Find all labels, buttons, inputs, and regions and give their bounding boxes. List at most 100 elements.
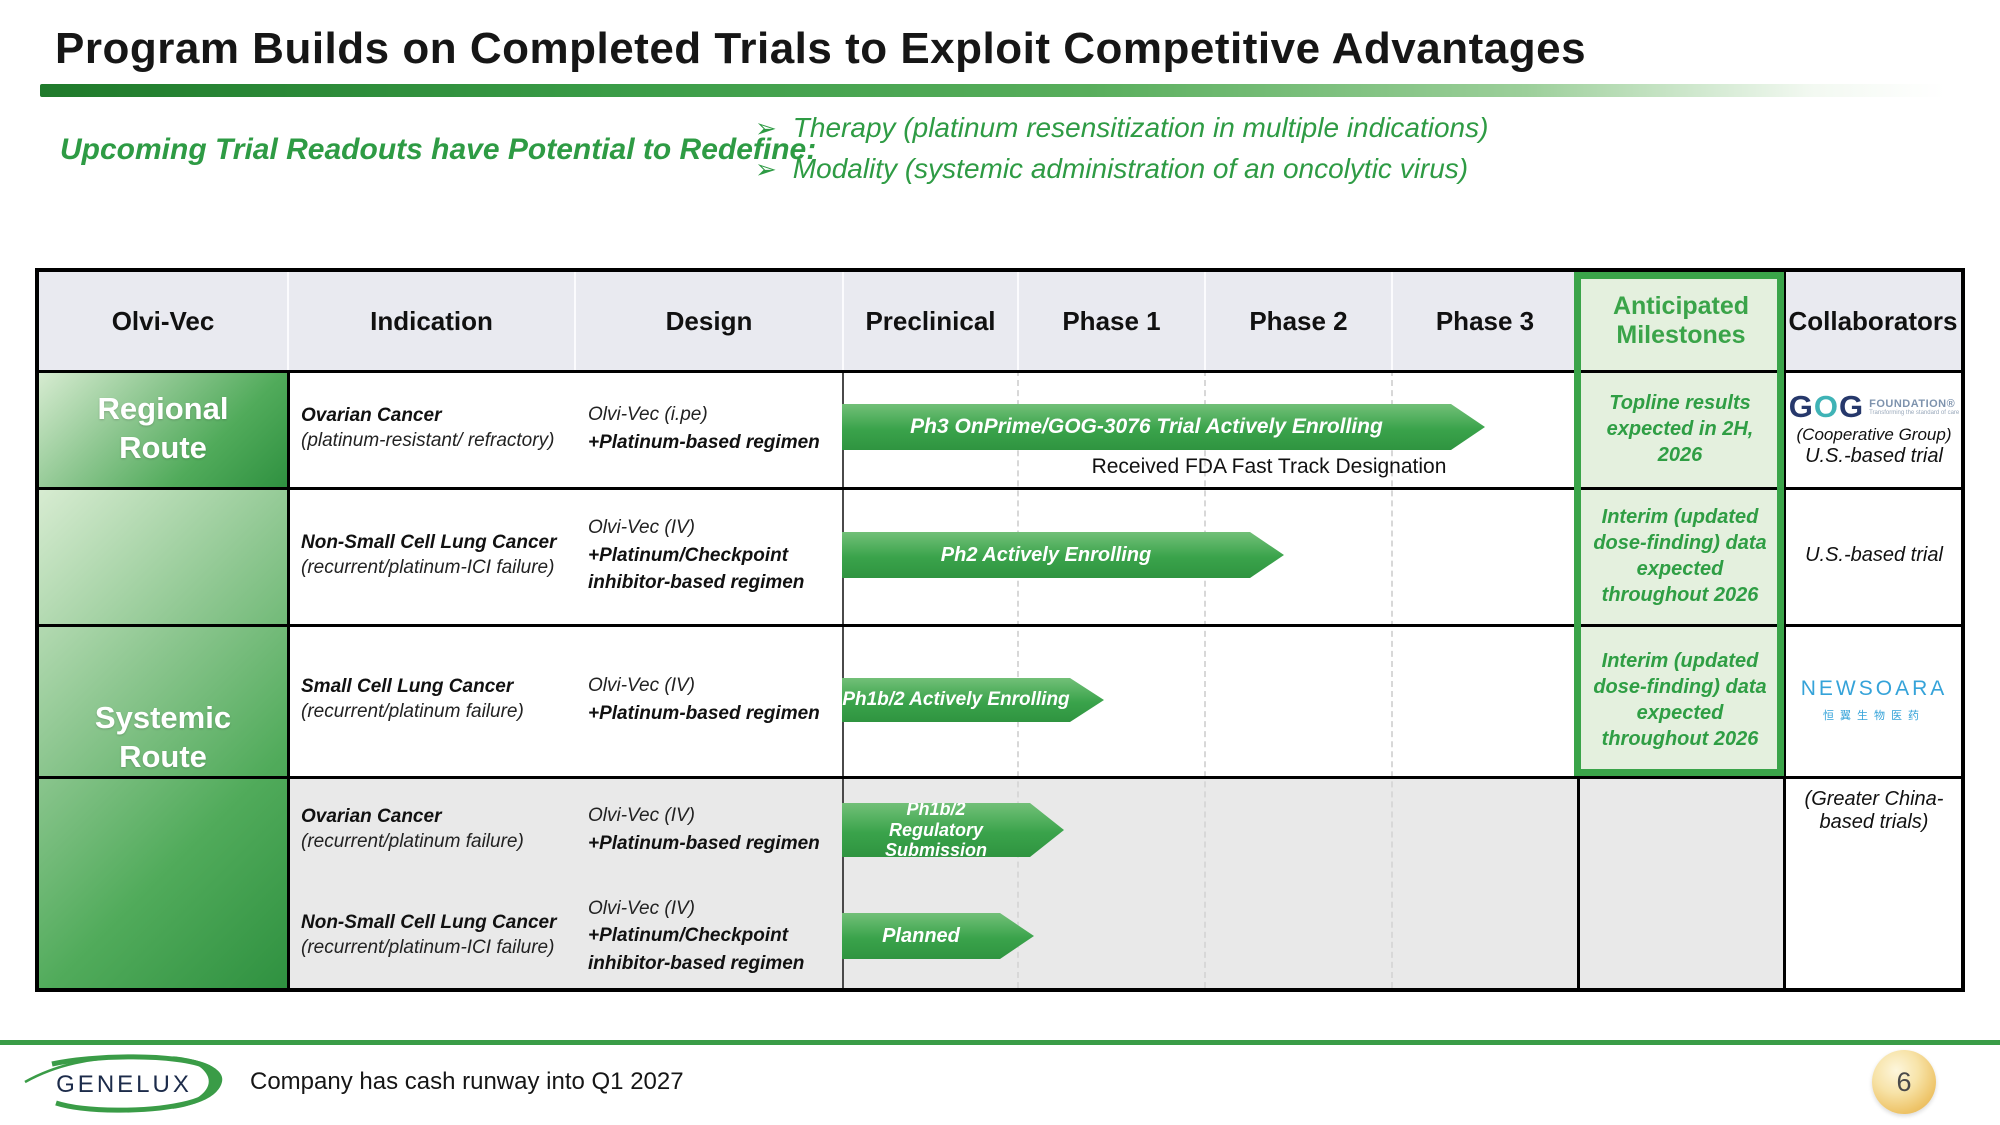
newsoara-logo: NEWSOARA xyxy=(1800,677,1948,700)
bullet-text: Modality (systemic administration of an … xyxy=(792,153,1469,184)
grid-line xyxy=(1577,272,1580,988)
design-cell: Olvi-Vec (i.pe) +Platinum-based regimen xyxy=(588,370,846,487)
design-agent: Olvi-Vec (IV) xyxy=(588,897,695,919)
design-agent: Olvi-Vec (IV) xyxy=(588,517,695,539)
col-header-indication: Indication xyxy=(287,272,574,370)
milestone-cell: Interim (updated dose-finding) data expe… xyxy=(1593,505,1767,606)
arrow-label: Planned xyxy=(882,924,960,947)
indication-cell: Small Cell Lung Cancer (recurrent/platin… xyxy=(301,624,569,776)
trial-program-table: Olvi-Vec Indication Design Preclinical P… xyxy=(35,268,1965,992)
page-title: Program Builds on Completed Trials to Ex… xyxy=(55,24,1587,73)
intro-bullet-list: ➢ Therapy (platinum resensitization in m… xyxy=(755,112,1488,185)
indication-detail: (platinum-resistant/ refractory) xyxy=(301,429,555,451)
col-header-phase-3: Phase 3 xyxy=(1391,272,1577,370)
trial-progress-arrow-ph3: Ph3 OnPrime/GOG-3076 Trial Actively Enro… xyxy=(842,404,1485,450)
grid-line xyxy=(39,776,1961,779)
milestone-empty-cell xyxy=(1577,776,1783,988)
indication-cell: Non-Small Cell Lung Cancer (recurrent/pl… xyxy=(301,884,569,988)
intro-statement: Upcoming Trial Readouts have Potential t… xyxy=(60,133,817,166)
col-header-design: Design xyxy=(574,272,842,370)
regional-route-label: Regional Route xyxy=(97,390,229,465)
indication-detail: (recurrent/platinum failure) xyxy=(301,701,524,722)
indication-cell: Non-Small Cell Lung Cancer (recurrent/pl… xyxy=(301,487,569,624)
indication-name: Ovarian Cancer xyxy=(301,806,442,828)
arrow-bullet-icon: ➢ xyxy=(755,113,777,143)
design-agent: Olvi-Vec (i.pe) xyxy=(588,403,708,425)
gog-tagline: Transforming the standard of care xyxy=(1869,410,1960,416)
col-header-phase-1: Phase 1 xyxy=(1017,272,1204,370)
grid-line xyxy=(287,370,290,988)
design-regimen: +Platinum/Checkpoint inhibitor-based reg… xyxy=(588,544,805,594)
arrow-label: Ph2 Actively Enrolling xyxy=(940,543,1152,566)
collaborator-region-note: (Greater China-based trials) xyxy=(1804,788,1944,833)
arrow-bullet-icon: ➢ xyxy=(755,154,777,184)
arrow-label: Ph1b/2 Regulatory Submission xyxy=(884,798,987,861)
gog-foundation-text: FOUNDATION® xyxy=(1869,398,1956,410)
design-cell: Olvi-Vec (IV) +Platinum/Checkpoint inhib… xyxy=(588,487,846,624)
newsoara-chinese-text: 恒翼生物医药 xyxy=(1823,710,1925,722)
indication-cell: Ovarian Cancer (platinum-resistant/ refr… xyxy=(301,370,569,487)
design-regimen: +Platinum-based regimen xyxy=(588,703,820,724)
design-cell: Olvi-Vec (IV) +Platinum-based regimen xyxy=(588,624,846,776)
milestone-cell: Topline results expected in 2H, 2026 xyxy=(1606,391,1754,466)
gog-letter: G xyxy=(1838,389,1865,424)
grid-line xyxy=(39,370,1961,373)
collaborator-cell-newsoara: NEWSOARA 恒翼生物医药 xyxy=(1787,624,1961,776)
grid-line-dashed xyxy=(1204,370,1206,988)
design-regimen: +Platinum-based regimen xyxy=(588,833,820,854)
trial-progress-arrow-planned: Planned xyxy=(842,913,1034,959)
gog-letter: G xyxy=(1788,389,1814,424)
genelux-logo-text: GENELUX xyxy=(56,1071,192,1098)
grid-line xyxy=(1783,272,1786,988)
trial-progress-arrow-ph2: Ph2 Actively Enrolling xyxy=(842,532,1284,578)
collaborator-cell-us: U.S.-based trial xyxy=(1787,487,1961,624)
indication-name: Non-Small Cell Lung Cancer xyxy=(301,912,557,934)
design-regimen: +Platinum/Checkpoint inhibitor-based reg… xyxy=(588,925,805,974)
indication-name: Small Cell Lung Cancer xyxy=(301,676,514,698)
arrow-label: Ph1b/2 Actively Enrolling xyxy=(842,689,1070,711)
trial-progress-arrow-ph1b2: Ph1b/2 Actively Enrolling xyxy=(842,678,1104,722)
systemic-route-label: Systemic Route xyxy=(94,699,232,774)
indication-detail: (recurrent/platinum-ICI failure) xyxy=(301,556,555,578)
indication-name: Ovarian Cancer xyxy=(301,404,442,426)
milestone-cell: Interim (updated dose-finding) data expe… xyxy=(1593,650,1767,750)
indication-cell: Ovarian Cancer (recurrent/platinum failu… xyxy=(301,776,569,884)
systemic-route-cell: Systemic Route xyxy=(39,487,287,988)
bullet-item-therapy: ➢ Therapy (platinum resensitization in m… xyxy=(755,112,1488,144)
col-header-anticipated-milestones: Anticipated Milestones xyxy=(1577,272,1783,370)
design-regimen: +Platinum-based regimen xyxy=(588,431,820,453)
design-cell: Olvi-Vec (IV) +Platinum/Checkpoint inhib… xyxy=(588,884,846,988)
design-agent: Olvi-Vec (IV) xyxy=(588,805,695,827)
gog-letter: O xyxy=(1813,389,1839,424)
collaborator-trial: U.S.-based trial xyxy=(1805,544,1943,566)
col-header-phase-2: Phase 2 xyxy=(1204,272,1391,370)
grid-line-dashed xyxy=(1391,370,1393,988)
fda-fast-track-note: Received FDA Fast Track Designation xyxy=(1091,455,1447,478)
collaborator-cell-china: (Greater China-based trials) xyxy=(1787,776,1961,988)
title-underline-bar xyxy=(40,84,1945,97)
col-header-preclinical: Preclinical xyxy=(842,272,1017,370)
footer-divider-line xyxy=(0,1040,2000,1045)
grid-line xyxy=(39,624,1961,627)
cash-runway-note: Company has cash runway into Q1 2027 xyxy=(250,1068,684,1095)
bullet-text: Therapy (platinum resensitization in mul… xyxy=(792,112,1489,143)
indication-name: Non-Small Cell Lung Cancer xyxy=(301,531,557,553)
collaborator-trial: U.S.-based trial xyxy=(1805,445,1943,467)
design-agent: Olvi-Vec (IV) xyxy=(588,675,695,697)
indication-detail: (recurrent/platinum failure) xyxy=(301,831,524,852)
col-header-collaborators: Collaborators xyxy=(1783,272,1961,370)
arrow-label: Ph3 OnPrime/GOG-3076 Trial Actively Enro… xyxy=(910,414,1383,438)
design-cell: Olvi-Vec (IV) +Platinum-based regimen xyxy=(588,776,846,884)
trial-progress-arrow-regulatory: Ph1b/2 Regulatory Submission xyxy=(842,803,1064,857)
page-number: 6 xyxy=(1896,1066,1912,1097)
col-header-olvi-vec: Olvi-Vec xyxy=(39,272,287,370)
bullet-item-modality: ➢ Modality (systemic administration of a… xyxy=(755,153,1488,185)
collaborator-note: (Cooperative Group) xyxy=(1796,425,1952,444)
page-number-badge: 6 xyxy=(1872,1050,1936,1114)
grid-line xyxy=(39,487,1961,490)
regional-route-cell: Regional Route xyxy=(39,370,287,487)
genelux-logo: GENELUX xyxy=(22,1052,234,1123)
